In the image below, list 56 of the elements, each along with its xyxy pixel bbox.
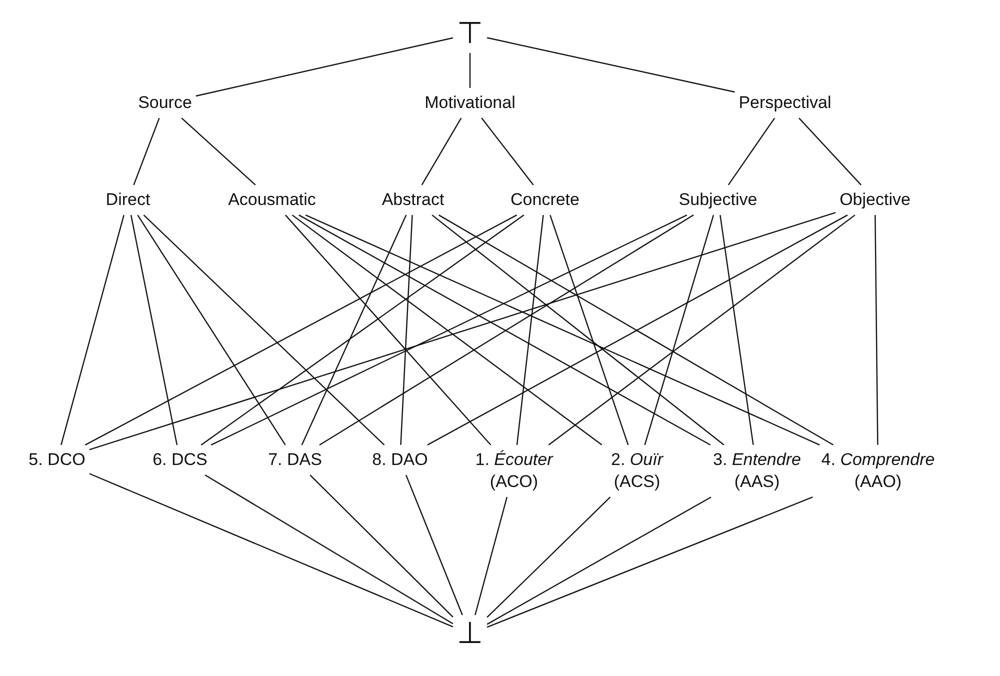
connector-line	[292, 214, 602, 446]
connector-line	[421, 118, 462, 186]
connector-line	[550, 214, 629, 446]
lattice-node-label: Concrete	[510, 188, 580, 212]
lattice-node-label: 6. DCS	[152, 448, 208, 472]
connector-line	[89, 212, 836, 450]
lattice-node-label: Source	[138, 92, 192, 114]
connector-line	[516, 214, 544, 445]
connector-line	[130, 214, 178, 446]
connector-line	[469, 53, 471, 88]
connector-line	[284, 214, 492, 446]
lattice-node-label: Motivational	[424, 92, 516, 114]
connector-line	[548, 214, 856, 446]
lattice-node-label: Objective	[840, 188, 910, 212]
lattice-symbol: ⊤	[456, 19, 484, 49]
lattice-node-label: 3. Entendre (AAS)	[702, 448, 812, 494]
lattice-node-label: 4. Comprendre (AAO)	[813, 448, 943, 494]
lattice-node-label: Direct	[106, 188, 150, 212]
connector-line	[481, 118, 534, 186]
connector-line	[486, 496, 712, 625]
connector-line	[798, 118, 862, 186]
connector-line	[874, 215, 878, 445]
connector-line	[301, 214, 407, 446]
connector-line	[486, 496, 813, 628]
connector-line	[720, 214, 754, 445]
connector-line	[310, 474, 454, 618]
lattice-node-label: 7. DAS	[268, 448, 322, 472]
lattice-node-label: Perspectival	[738, 92, 832, 114]
lattice-node-label: 5. DCO	[28, 448, 86, 472]
lattice-node-label: 2. Ouïr (ACS)	[597, 448, 677, 494]
connector-line	[486, 496, 611, 618]
lattice-symbol: ⊥	[456, 619, 484, 649]
connector-line	[137, 214, 286, 446]
connector-line	[133, 118, 160, 186]
connector-line	[210, 214, 688, 446]
lattice-node-label: 1. Écouter (ACO)	[464, 448, 564, 494]
connector-line	[400, 215, 413, 445]
connector-line	[644, 214, 714, 446]
connector-line	[200, 214, 524, 446]
lattice-node-label: 8. DAO	[372, 448, 428, 472]
connector-line	[196, 37, 454, 97]
connector-line	[432, 214, 724, 446]
connector-line	[204, 474, 454, 624]
connector-line	[84, 214, 518, 446]
lattice-node-label: Subjective	[678, 188, 758, 212]
connector-line	[486, 37, 735, 93]
connector-line	[728, 118, 776, 186]
connector-line	[474, 496, 508, 616]
connector-line	[143, 214, 385, 446]
connector-line	[181, 118, 256, 186]
connector-line	[406, 474, 463, 616]
connector-line	[60, 214, 124, 446]
lattice-node-label: Acousmatic	[228, 188, 316, 212]
connector-line	[305, 214, 820, 446]
connector-line	[89, 473, 454, 628]
lattice-node-label: Abstract	[382, 188, 444, 212]
